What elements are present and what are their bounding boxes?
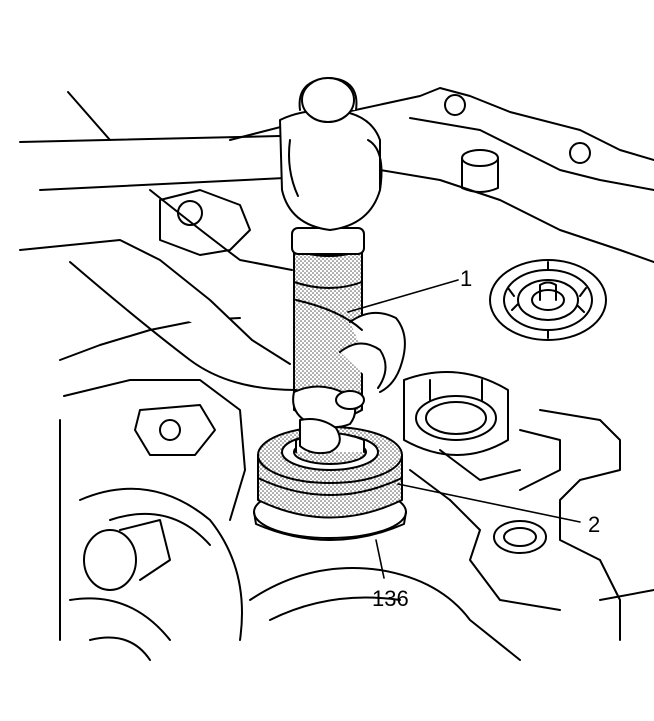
- callout-label-2: 2: [588, 512, 600, 537]
- leader-line-2: [397, 483, 581, 523]
- small-seal: [493, 520, 547, 554]
- case-bore: [403, 371, 509, 456]
- hand: [19, 189, 406, 455]
- hammer: [19, 77, 383, 231]
- callout-label-1: 1: [460, 266, 472, 291]
- case-plug-upper: [489, 259, 607, 341]
- lower-housing: [59, 419, 243, 661]
- transmission-case: [59, 87, 654, 661]
- driver-handle: [291, 227, 365, 420]
- leader-lines: [347, 279, 581, 579]
- leader-line-1: [347, 279, 459, 313]
- callout-label-136: 136: [372, 586, 409, 611]
- leader-line-136: [375, 539, 385, 579]
